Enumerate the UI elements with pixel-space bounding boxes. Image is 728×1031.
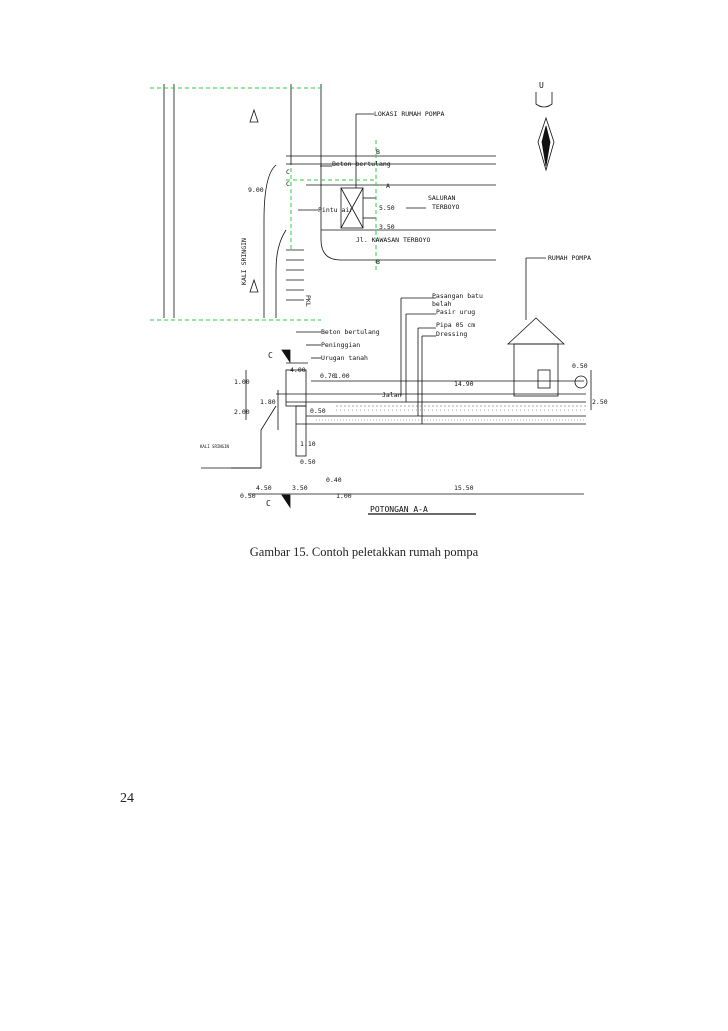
north-label: U — [539, 81, 544, 90]
dim-100b: 1.00 — [234, 378, 250, 386]
dim-050c: 0.50 — [300, 458, 316, 466]
dim-200: 2.00 — [234, 408, 250, 416]
plan-lokasi-label: LOKASI RUMAH POMPA — [374, 110, 445, 118]
plan-dim-550: 5.50 — [379, 204, 395, 212]
dim-450: 4.50 — [256, 484, 272, 492]
dim-040: 0.40 — [326, 476, 342, 484]
plan-a1-label: A — [386, 182, 390, 190]
plan-b1-label: B — [376, 148, 380, 156]
section-kali-label: KALI SRINGIN — [200, 444, 229, 449]
section-c-bottom: C — [266, 499, 271, 508]
plan-dim-350: 3.50 — [379, 223, 395, 231]
figure-caption: Gambar 15. Contoh peletakkan rumah pompa — [249, 545, 479, 559]
dim-050d: 0.50 — [240, 492, 256, 500]
plan-c1-label: C — [286, 168, 290, 176]
section-title: POTONGAN A-A — [370, 505, 428, 514]
cad-figure: U LOKASI RUMAH POMPA B Beton bertulang C… — [136, 70, 626, 527]
dim-070: 0.70 — [320, 372, 336, 380]
section-urug-label: Pasir urug — [436, 308, 475, 316]
plan-pkl-label: PKL — [304, 295, 312, 307]
section-dressing-label: Dressing — [436, 330, 467, 338]
section-beton-label: Beton bertulang — [321, 328, 380, 336]
dim-350: 3.50 — [292, 484, 308, 492]
section-urugan-label: Urugan tanah — [321, 354, 368, 362]
page-number: 24 — [120, 791, 134, 806]
section-pipa-label: Pipa 05 cm — [436, 321, 475, 329]
section-pasangan-1: Pasangan batu — [432, 292, 483, 300]
section-c-top: C — [268, 351, 273, 360]
plan-b2-label: B — [376, 258, 380, 266]
dim-1490: 14.90 — [454, 380, 474, 388]
dim-250: 2.50 — [592, 398, 608, 406]
plan-pintu-label: Pintu air — [318, 206, 353, 214]
plan-saluran-2: TERBOYO — [432, 203, 459, 211]
dim-1550: 15.50 — [454, 484, 474, 492]
cad-drawing: U LOKASI RUMAH POMPA B Beton bertulang C… — [150, 81, 608, 515]
plan-saluran-1: SALURAN — [428, 194, 455, 202]
section-rumah-label: RUMAH POMPA — [548, 254, 591, 262]
plan-c2-label: C — [286, 180, 290, 188]
section-peninggian-label: Peninggian — [321, 341, 360, 349]
plan-beton-label: Beton bertulang — [332, 160, 391, 168]
plan-dim-900: 9.00 — [248, 186, 264, 194]
dim-050a: 0.50 — [572, 362, 588, 370]
plan-jalan-label: Jl. KAWASAN TERBOYO — [356, 236, 430, 244]
dim-100a: 1.00 — [334, 372, 350, 380]
plan-kali-label: KALI SRINGIN — [240, 238, 248, 285]
dim-110: 1.10 — [300, 440, 316, 448]
section-jalan-label: Jalan — [382, 391, 402, 399]
dim-100c: 1.00 — [336, 492, 352, 500]
section-pasangan-2: belah — [432, 300, 452, 308]
dim-400: 4.00 — [290, 366, 306, 374]
dim-180: 1.80 — [260, 398, 276, 406]
dim-050b: 0.50 — [310, 407, 326, 415]
